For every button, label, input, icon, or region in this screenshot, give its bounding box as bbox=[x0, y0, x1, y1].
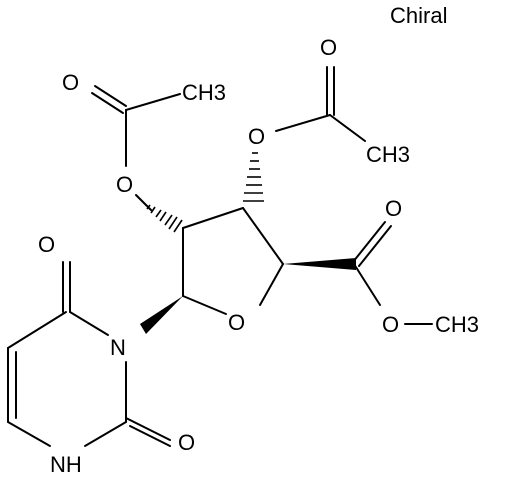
atom-ch3-methylester: CH3 bbox=[435, 312, 479, 337]
bond-uracil-n1-c2 bbox=[84, 421, 127, 447]
wedge-bond-c4-ester bbox=[283, 258, 356, 270]
atom-labels: O CH3 O O O CH3 O O CH3 O N O O NH bbox=[38, 35, 479, 477]
atom-o-uracil-4: O bbox=[38, 232, 55, 257]
atom-o-acetyl2-ester: O bbox=[248, 124, 265, 149]
bond-ester-co-double-b bbox=[358, 225, 392, 267]
wedge-bond-c1-n3 bbox=[140, 296, 183, 334]
bond-uracil-n3-c4 bbox=[69, 311, 109, 336]
bond-uracil-c6-n1 bbox=[7, 421, 51, 447]
bond-acetyl1-c-ch3 bbox=[125, 93, 181, 111]
atom-o-acetyl2-carbonyl: O bbox=[320, 35, 337, 60]
bond-uracil-c2-o-a bbox=[125, 417, 171, 441]
bond-uracil-c2-o-b bbox=[129, 425, 171, 447]
bond-acetyl1-co-double-b bbox=[91, 92, 124, 114]
bond-uracil-c4-c5 bbox=[7, 311, 67, 349]
atom-o-acetyl1-ester: O bbox=[116, 172, 133, 197]
bond-ester-co-double-a bbox=[352, 221, 386, 263]
bond-acetyl2-c-ch3 bbox=[329, 114, 366, 142]
atom-nh-uracil-1: NH bbox=[50, 452, 82, 477]
atom-o-methylester-ether: O bbox=[382, 312, 399, 337]
bond-ring-c2-c3 bbox=[182, 207, 244, 229]
atom-ch3-acetyl2: CH3 bbox=[366, 142, 410, 167]
bond-ring-c3-c4 bbox=[242, 207, 284, 265]
atom-n-uracil-3: N bbox=[110, 335, 126, 360]
bond-ring-o-c1 bbox=[182, 295, 227, 315]
bond-acetyl2-c-oester bbox=[275, 114, 331, 132]
chiral-label: Chiral bbox=[390, 3, 447, 28]
hashed-bond-c2-oacetyl1 bbox=[146, 204, 183, 233]
atom-o-acetyl1-carbonyl: O bbox=[62, 70, 79, 95]
atom-o-ring: O bbox=[228, 310, 245, 335]
atom-o-uracil-2: O bbox=[178, 430, 195, 455]
hashed-bond-c3-oacetyl2 bbox=[243, 152, 264, 202]
atom-o-methylester-carbonyl: O bbox=[385, 196, 402, 221]
bond-ester-c-oether bbox=[353, 263, 381, 306]
stereo-bonds bbox=[140, 152, 356, 334]
bond-acetyl1-co-double-a bbox=[94, 85, 127, 107]
atom-ch3-acetyl1: CH3 bbox=[182, 80, 226, 105]
bond-ring-c4-o bbox=[259, 263, 284, 306]
bonds bbox=[7, 66, 433, 447]
